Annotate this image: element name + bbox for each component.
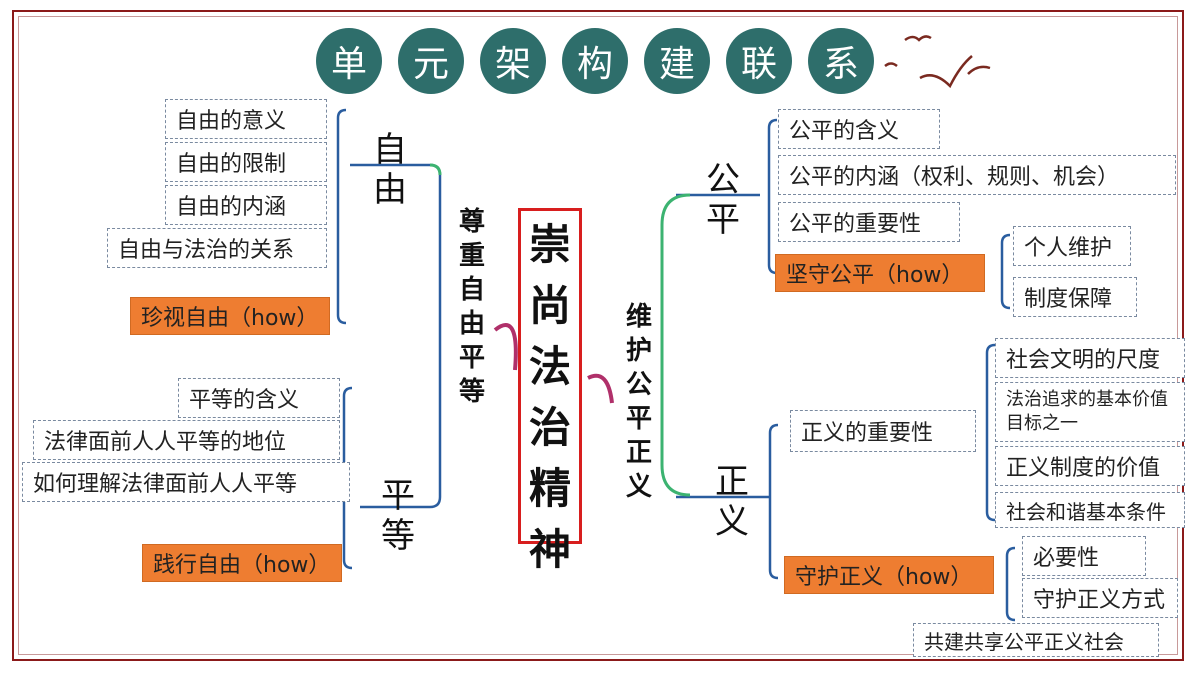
label-char: 公 xyxy=(625,370,652,400)
ziyou-label: 自 由 xyxy=(370,130,410,210)
zhengyi-how-item: 共建共享公平正义社会 xyxy=(913,623,1159,657)
gongping-item: 公平的含义 xyxy=(778,109,940,149)
pingdeng-item: 如何理解法律面前人人平等 xyxy=(22,462,350,502)
label-char: 平 xyxy=(625,404,652,434)
pingdeng-how: 践行自由（how） xyxy=(142,544,342,582)
label-char: 由 xyxy=(373,170,407,210)
label-char: 平 xyxy=(381,476,415,516)
birds-icon xyxy=(884,35,991,89)
inner-frame xyxy=(18,16,1178,655)
title-char: 联 xyxy=(726,28,792,94)
pingdeng-item: 平等的含义 xyxy=(178,378,340,418)
center-char: 治 xyxy=(528,403,571,452)
center-char: 法 xyxy=(528,342,571,391)
gongping-item: 公平的内涵（权利、规则、机会） xyxy=(778,155,1176,195)
label-char: 重 xyxy=(458,241,485,271)
title-char: 元 xyxy=(398,28,464,94)
title-char: 构 xyxy=(562,28,628,94)
gongping-label: 公 平 xyxy=(703,160,743,240)
zhengyi-importance-item: 法治追求的基本价值目标之一 xyxy=(995,382,1185,442)
center-char: 精 xyxy=(528,464,571,513)
zhengyi-importance-item: 正义制度的价值 xyxy=(995,446,1185,486)
label-char: 由 xyxy=(458,309,485,339)
label-char: 自 xyxy=(458,275,485,305)
zhengyi-how-item: 守护正义方式 xyxy=(1022,578,1178,618)
label-char: 义 xyxy=(715,502,749,542)
center-theme: 崇 尚 法 治 精 神 xyxy=(518,208,582,574)
outer-frame xyxy=(12,10,1184,661)
label-char: 自 xyxy=(373,130,407,170)
ziyou-how: 珍视自由（how） xyxy=(130,297,330,335)
pingdeng-label: 平 等 xyxy=(378,476,418,556)
title-char: 架 xyxy=(480,28,546,94)
label-char: 义 xyxy=(625,472,652,502)
ziyou-item: 自由的限制 xyxy=(165,142,327,182)
label-char: 等 xyxy=(381,516,415,556)
ziyou-item: 自由的意义 xyxy=(165,99,327,139)
gongping-item: 公平的重要性 xyxy=(778,202,960,242)
label-char: 护 xyxy=(625,336,652,366)
center-char: 尚 xyxy=(528,281,571,330)
right-branch-label: 维 护 公 平 正 义 xyxy=(622,300,656,504)
center-char: 神 xyxy=(528,525,571,574)
zhengyi-how: 守护正义（how） xyxy=(784,556,994,594)
pingdeng-item: 法律面前人人平等的地位 xyxy=(33,420,340,460)
gongping-how: 坚守公平（how） xyxy=(775,254,985,292)
label-char: 平 xyxy=(458,343,485,373)
zhengyi-importance: 正义的重要性 xyxy=(790,410,976,452)
title-char: 单 xyxy=(316,28,382,94)
zhengyi-how-item: 必要性 xyxy=(1022,536,1146,576)
label-char: 平 xyxy=(706,200,740,240)
label-char: 维 xyxy=(625,302,652,332)
label-char: 正 xyxy=(715,462,749,502)
ziyou-item: 自由与法治的关系 xyxy=(107,228,327,268)
gongping-how-item: 制度保障 xyxy=(1013,277,1137,317)
gongping-how-item: 个人维护 xyxy=(1013,226,1131,266)
unit-title: 单 元 架 构 建 联 系 xyxy=(316,28,874,94)
label-char: 正 xyxy=(625,438,652,468)
ziyou-item: 自由的内涵 xyxy=(165,185,327,225)
label-char: 公 xyxy=(706,160,740,200)
zhengyi-importance-item: 社会文明的尺度 xyxy=(995,338,1185,378)
title-char: 建 xyxy=(644,28,710,94)
zhengyi-importance-item: 社会和谐基本条件 xyxy=(995,492,1185,528)
left-branch-label: 尊 重 自 由 平 等 xyxy=(455,205,489,409)
title-char: 系 xyxy=(808,28,874,94)
zhengyi-label: 正 义 xyxy=(712,462,752,542)
center-char: 崇 xyxy=(528,220,571,269)
label-char: 尊 xyxy=(458,207,485,237)
label-char: 等 xyxy=(458,377,485,407)
